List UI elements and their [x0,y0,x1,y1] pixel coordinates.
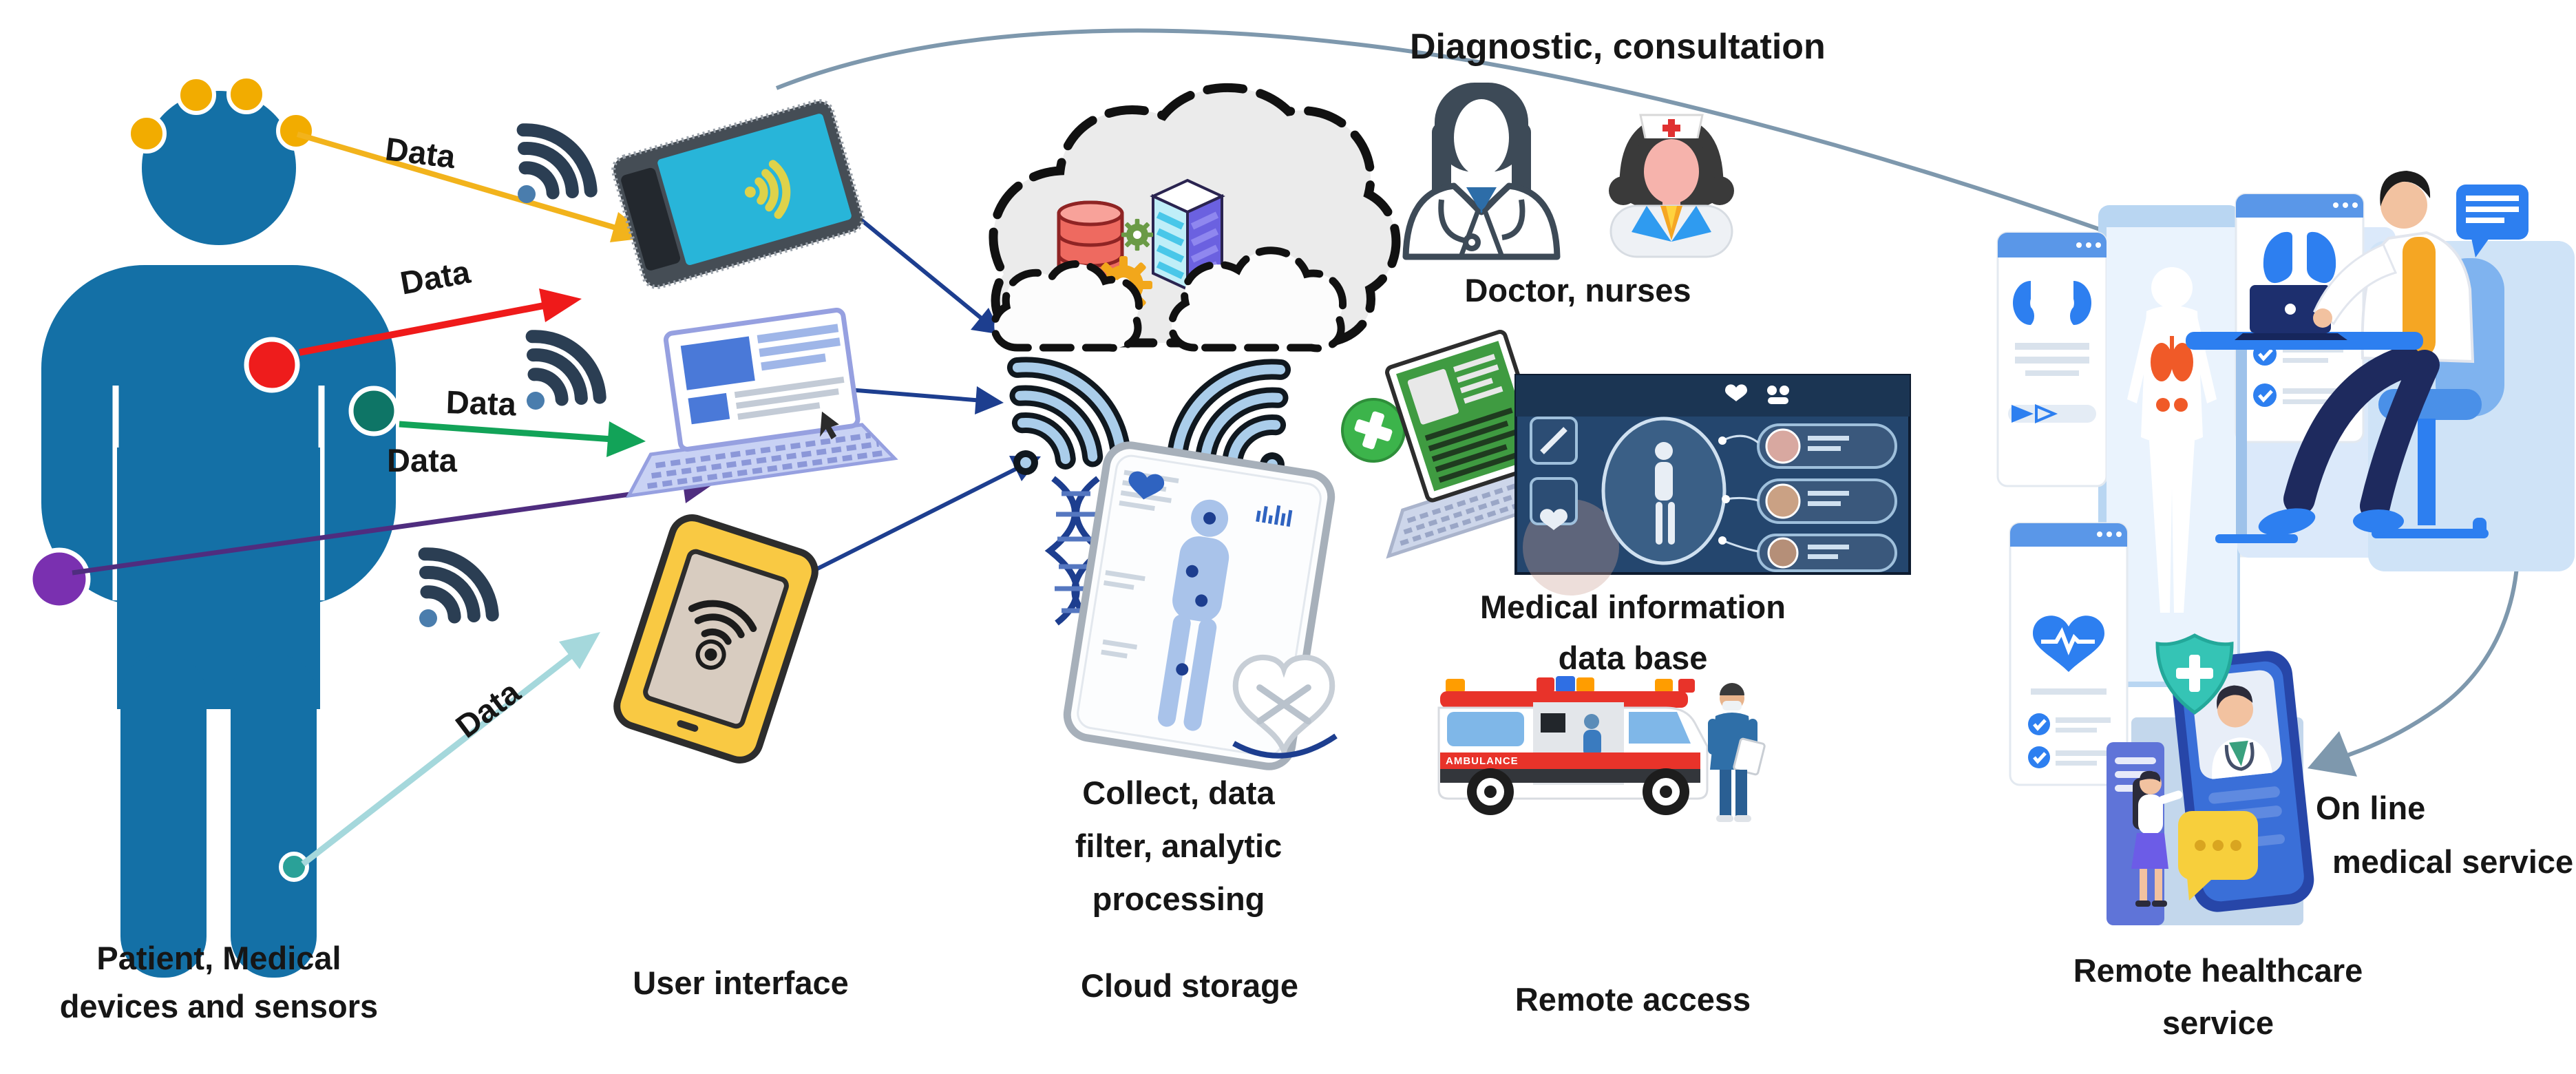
label-diagnostic-consultation: Diagnostic, consultation [1410,27,1826,67]
data-arrow-yellow [296,131,651,242]
label-user-interface: User interface [633,965,849,1001]
check-row [2028,713,2111,735]
small-cloud-left-icon [990,260,1143,352]
check-row [2028,746,2111,768]
ambulance-wheel [1643,768,1689,815]
desk-laptop-icon [2235,285,2347,340]
data-arrow-teal [301,632,600,867]
label-patient-1: Patient, Medical [96,940,341,976]
patient-woman-figure [2131,770,2183,907]
label-cloud-storage: Cloud storage [1081,967,1298,1004]
chat-bubble-icon [2456,185,2529,257]
curve-arrowhead-icon [2308,731,2357,777]
body-anatomy-card [2107,227,2237,682]
heart-card [2009,522,2129,786]
eeg-sensor-dots [127,74,316,154]
wrist-sensor-dot [28,547,91,611]
green-plus-icon [1341,398,1406,463]
telehealth-desk-icon [1996,171,2575,786]
online-doctor-phone-icon [2107,633,2314,925]
ankle-sensor-dot [279,852,309,882]
wifi-icon-bottom [388,540,505,655]
label-collect-1: Collect, data [1082,775,1275,811]
nurse-icon [1609,114,1734,258]
data-arrow-green [399,421,646,457]
wifi-icon-top [487,116,603,231]
desk-leg [2236,348,2247,539]
heart-icon [1232,654,1338,759]
label-collect-2: filter, analytic [1075,828,1282,864]
label-remote-healthcare-1: Remote healthcare [2073,952,2363,989]
label-collect-3: processing [1092,881,1265,917]
label-data-green: Data [445,383,517,423]
desk-foot [2215,534,2298,543]
medical-dashboard-icon [1514,374,1911,596]
smartphone-icon [611,99,865,289]
small-cloud-right-icon [1168,246,1347,352]
label-remote-healthcare-2: service [2162,1004,2274,1041]
label-online-2: medical service [2332,843,2574,880]
label-data-purple: Data [387,442,457,478]
ambulance-icon [1437,676,1709,815]
label-remote-access: Remote access [1514,981,1751,1018]
ambulance-wheel [1467,768,1514,815]
chat-bubble-yellow-icon [2178,811,2258,901]
paramedic-figure [1708,683,1766,822]
arm-sensor-dot [348,386,399,436]
shield-icon [2155,633,2234,715]
ambulance-text: AMBULANCE [1446,755,1519,767]
laptop-icon [625,308,898,498]
data-arrow-red [299,288,582,356]
doctor-hand [2313,308,2332,328]
kidney-card [1996,231,2108,487]
label-medical-information-2: data base [1558,640,1708,676]
label-online-1: On line [2316,790,2426,826]
label-medical-information-1: Medical information [1480,589,1786,625]
chest-sensor-dot [244,337,300,393]
label-patient-2: devices and sensors [59,988,379,1024]
check-row [2253,383,2343,407]
tablet-icon [613,514,819,764]
label-doctor-nurses: Doctor, nurses [1464,272,1691,308]
doctor-icon [1402,83,1561,260]
